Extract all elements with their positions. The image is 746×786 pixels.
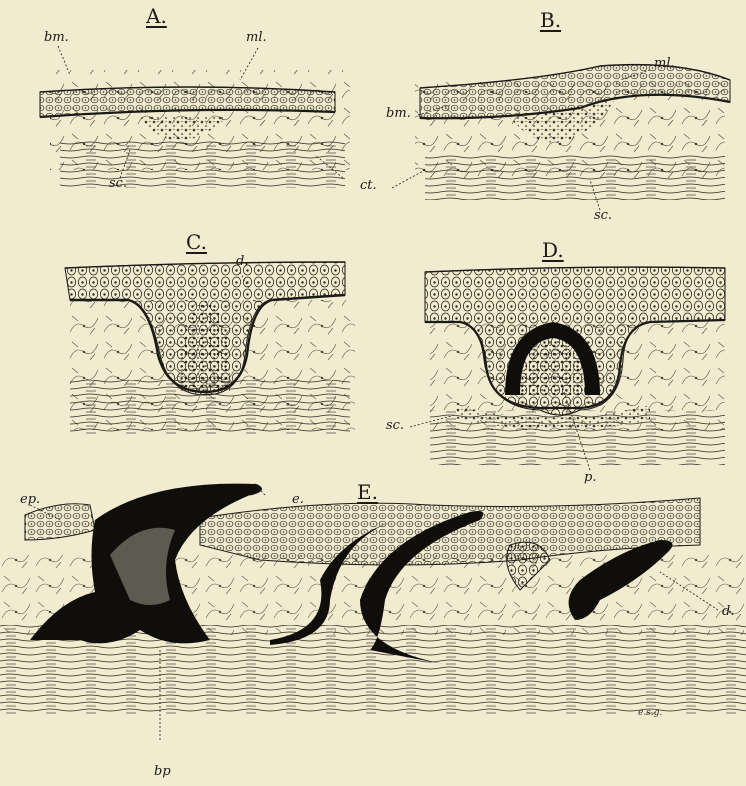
panel-c-drawing — [65, 262, 355, 435]
label-ep-e: ep. — [20, 492, 40, 507]
label-d-c: d. — [236, 254, 248, 269]
label-ct: ct. — [360, 178, 377, 193]
panel-title-d: D. — [542, 238, 564, 262]
label-ml-a: ml. — [246, 30, 267, 45]
artist-signature: e.s.g. — [638, 708, 662, 718]
panel-b-drawing — [415, 65, 730, 200]
panel-a-drawing — [40, 70, 350, 188]
panel-title-b: B. — [540, 8, 561, 32]
label-ml-b: ml. — [654, 56, 675, 71]
label-bm-a: bm. — [44, 30, 69, 45]
label-d-e: d. — [722, 604, 734, 619]
label-bm-b: bm. — [386, 106, 411, 121]
label-e-e: e. — [292, 492, 304, 507]
label-p-d: p. — [584, 470, 596, 485]
label-bp-e: bp — [154, 764, 171, 779]
label-sc-b: sc. — [594, 208, 612, 223]
panel-title-a: A. — [146, 4, 167, 28]
panel-d-drawing — [425, 267, 725, 465]
label-sc-a: sc. — [109, 176, 127, 191]
panel-title-c: C. — [186, 230, 207, 254]
label-sc-d: sc. — [386, 418, 404, 433]
panel-e-drawing — [0, 484, 746, 715]
panel-title-e: E. — [357, 480, 378, 504]
